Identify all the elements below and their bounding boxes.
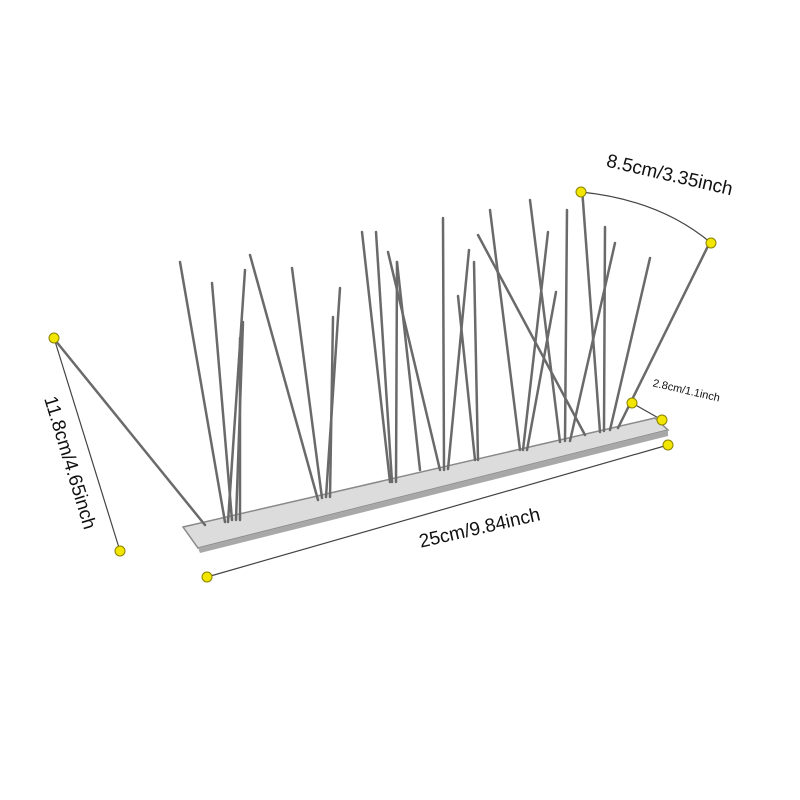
spike [386, 250, 442, 472]
spike [441, 216, 446, 472]
spikes [53, 186, 712, 527]
spike [395, 260, 422, 472]
height-dimension-line [53, 337, 121, 552]
spike [456, 294, 477, 462]
spike [563, 208, 569, 443]
spike [616, 240, 712, 430]
spike [328, 315, 335, 499]
spike [472, 260, 480, 462]
spike [580, 186, 602, 434]
spike [608, 256, 652, 432]
spike [446, 248, 471, 471]
spike [360, 230, 392, 484]
base-dimension-line [631, 402, 663, 421]
spike [525, 290, 558, 452]
spike [53, 338, 207, 527]
spike [476, 233, 587, 437]
spike [528, 198, 562, 444]
spike [324, 286, 342, 499]
base-strip [181, 417, 670, 553]
spike [178, 260, 227, 524]
spike [290, 266, 324, 500]
spike [210, 281, 234, 522]
dimension-markers [48, 186, 717, 583]
spike [602, 225, 607, 433]
spread-dimension-arc [580, 191, 712, 244]
spike [248, 253, 320, 502]
spike [226, 268, 247, 524]
spike [374, 230, 394, 484]
length-dimension-line [206, 444, 669, 578]
dimension-lines [53, 191, 712, 578]
spike [488, 208, 522, 452]
spike [394, 260, 399, 484]
